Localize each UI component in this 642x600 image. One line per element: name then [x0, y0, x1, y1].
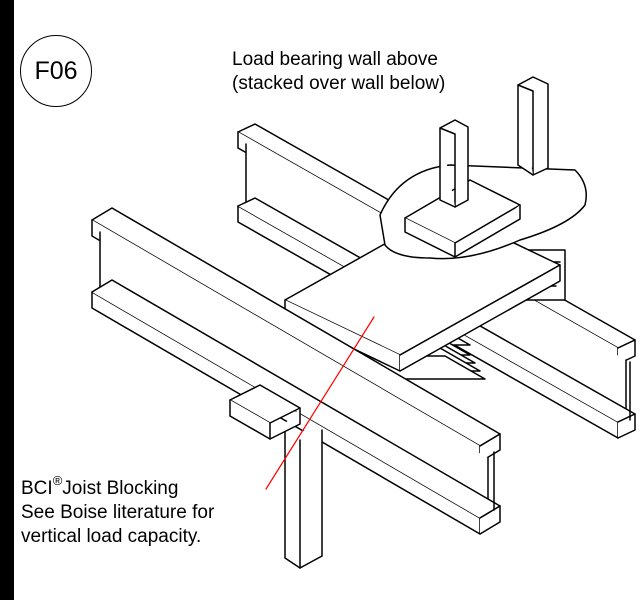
wall-callout-line2: (stacked over wall below) — [232, 73, 446, 94]
wall-above — [379, 76, 587, 260]
registered-mark: ® — [52, 473, 63, 488]
blocking-callout-line3: vertical load capacity. — [21, 526, 202, 547]
blocking-product: Joist Blocking — [62, 478, 179, 499]
blocking-callout-line1: BCI®Joist Blocking — [21, 474, 214, 501]
left-margin-bar — [0, 0, 14, 600]
blocking-leader-line — [265, 316, 375, 490]
blocking-brand: BCI — [21, 478, 53, 499]
wall-callout: Load bearing wall above (stacked over wa… — [232, 48, 445, 96]
blocking-callout-line2: See Boise literature for — [21, 502, 215, 523]
lower-post — [229, 384, 323, 569]
blocking-callout: BCI®Joist Blocking See Boise literature … — [21, 474, 215, 549]
figure-id-badge: F06 — [20, 35, 92, 107]
wall-callout-line1: Load bearing wall above — [232, 49, 438, 70]
